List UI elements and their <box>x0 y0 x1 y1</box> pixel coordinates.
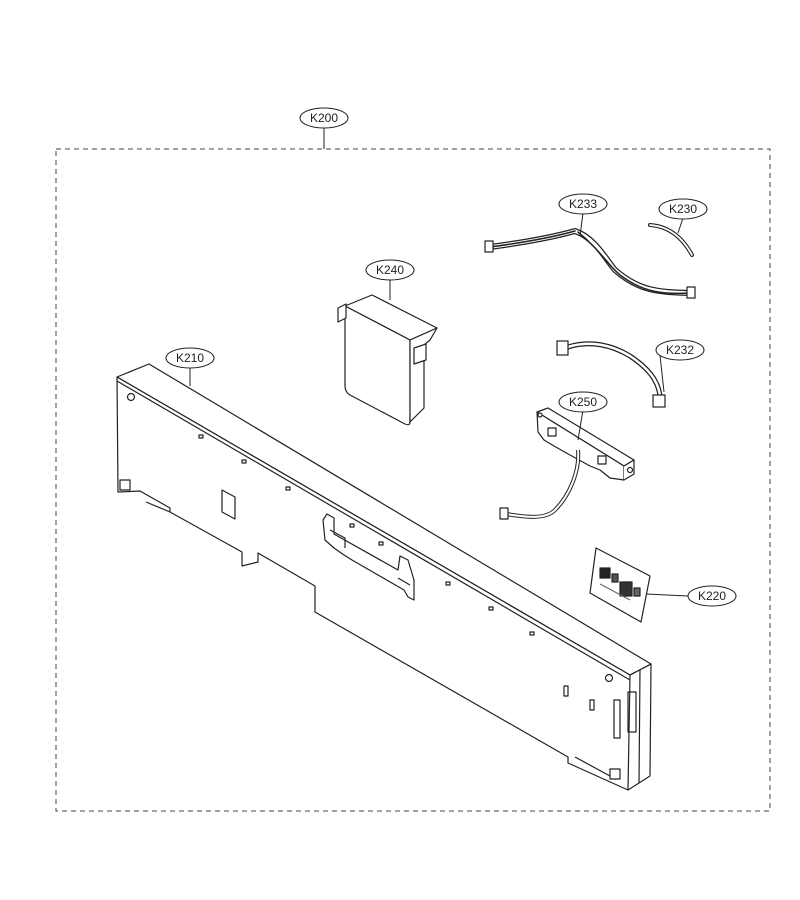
callout-bubble-k233 <box>558 193 608 215</box>
callout-bubble-k250 <box>558 391 608 413</box>
callout-label-k233: K233 <box>569 197 597 211</box>
callout-bubble-k240 <box>365 259 415 281</box>
leader-k230 <box>677 217 684 234</box>
callout-label-k210: K210 <box>176 351 204 365</box>
leader-k220 <box>645 593 689 597</box>
callout-label-k232: K232 <box>666 343 694 357</box>
callout-label-k250: K250 <box>569 395 597 409</box>
leader-k250 <box>577 409 584 441</box>
label-card-k220-part <box>589 547 651 623</box>
leader-k233 <box>579 212 584 237</box>
assembly-boundary <box>55 148 771 812</box>
callout-label-k200: K200 <box>310 111 338 125</box>
leader-k232 <box>659 354 665 393</box>
wire-harness-k233-part <box>484 227 696 299</box>
callout-label-k230: K230 <box>669 202 697 216</box>
sensor-bracket-k250-part <box>499 407 635 520</box>
wire-harness-k232-part <box>556 340 666 408</box>
callout-bubble-k232 <box>655 339 705 361</box>
callout-label-k240: K240 <box>376 263 404 277</box>
module-box-part <box>337 294 438 426</box>
callout-label-k220: K220 <box>698 589 726 603</box>
control-panel-part <box>116 363 652 791</box>
callout-bubble-k210 <box>165 347 215 369</box>
callout-bubble-k220 <box>687 585 737 607</box>
callout-bubble-k230 <box>658 198 708 220</box>
wire-k230-part <box>648 223 694 257</box>
callout-bubble-k200 <box>299 107 349 129</box>
callout-leaders <box>189 127 689 597</box>
